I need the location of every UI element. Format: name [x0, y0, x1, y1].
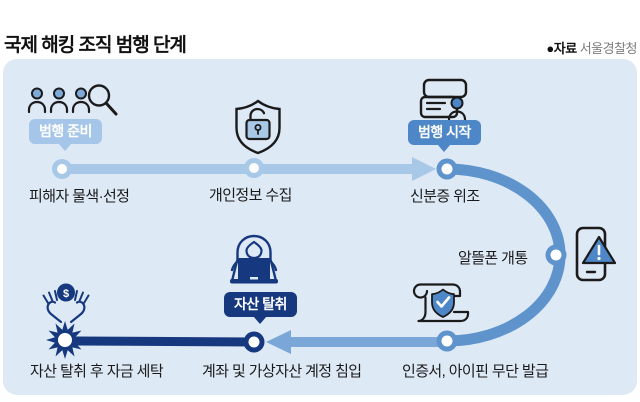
badge-crime-start: 범행 시작: [408, 120, 481, 145]
step-label-victim-selection: 피해자 물색·선정: [29, 188, 130, 205]
arrow-left-icon: [266, 330, 291, 354]
hands-money-icon: $: [42, 283, 90, 324]
forged-id-card-icon: [419, 78, 468, 123]
timeline-navy-segment: [74, 336, 255, 347]
badge-asset-seizure: 자산 탈취: [224, 292, 297, 317]
coin-symbol: $: [63, 288, 69, 300]
step-label-id-forgery: 신분증 위조: [410, 188, 480, 205]
step-label-account-intrusion: 계좌 및 가상자산 계정 침입: [202, 363, 362, 380]
source-label: ●자료: [546, 41, 577, 56]
step-label-money-laundering: 자산 탈취 후 자금 세탁: [30, 363, 164, 380]
page-title: 국제 해킹 조직 범행 단계: [4, 35, 187, 56]
timeline-node-6: [243, 331, 265, 353]
timeline-node-5: [436, 330, 458, 352]
step-label-budget-phone: 알뜰폰 개통: [458, 250, 528, 267]
arrow-right-icon: [412, 157, 436, 181]
timeline-node-1: [52, 159, 72, 179]
certificate-scroll-icon: [412, 283, 470, 323]
people-search-icon: [27, 84, 118, 116]
step-label-certificate-issuance: 인증서, 아이핀 무단 발급: [402, 363, 549, 380]
phone-alert-icon: [575, 226, 617, 282]
timeline-node-3: [436, 158, 458, 180]
step-label-personal-info: 개인정보 수집: [209, 187, 292, 204]
hacker-laptop-icon: [230, 234, 278, 284]
starburst-icon: [46, 321, 84, 359]
badge-crime-preparation: 범행 준비: [29, 119, 102, 144]
shield-unlocked-icon: [235, 99, 281, 155]
source-value: 서울경찰청: [579, 41, 638, 56]
timeline-node-4: [545, 244, 567, 266]
timeline-node-2: [244, 158, 264, 178]
